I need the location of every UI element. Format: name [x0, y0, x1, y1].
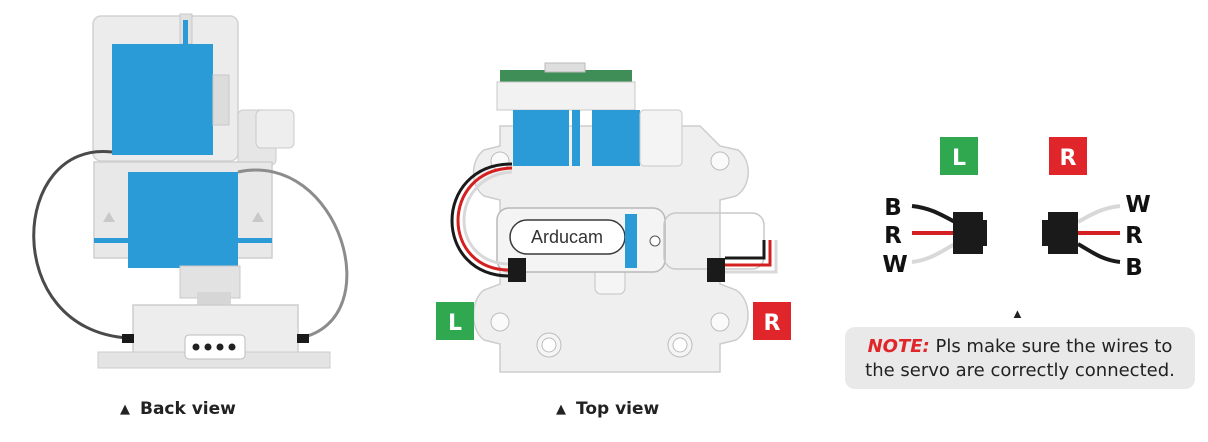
legend-left-wire-label-3: W: [882, 252, 907, 278]
bracket-mark-right: [252, 212, 264, 222]
legend-left-badge: [940, 137, 978, 175]
mount-hole: [710, 312, 730, 332]
mount-hole: [710, 151, 730, 171]
pivot-screw: [649, 235, 661, 247]
side-horn-cap: [255, 109, 295, 149]
note-label: NOTE:: [867, 336, 930, 357]
top-servo: [112, 44, 213, 155]
arducam-logo-text: Arducam: [531, 227, 603, 247]
legend-left-wire-white: [911, 242, 956, 264]
legend-right-badge-label: R: [1060, 146, 1077, 171]
left-badge-label: L: [448, 311, 462, 336]
left-servo-cable: [32, 150, 129, 340]
top-view-label: Top view: [576, 399, 660, 419]
legend-left-connector-tab: [979, 220, 987, 246]
tilt-servo-left: [513, 110, 569, 166]
left-servo-connector: [508, 258, 526, 282]
legend-left-wire-label-2: R: [884, 223, 902, 249]
tilt-servo-right: [592, 110, 640, 166]
left-cable-connector: [122, 334, 134, 343]
right-badge: [753, 302, 791, 340]
right-badge-label: R: [764, 311, 781, 336]
right-wire-white: [725, 240, 778, 274]
note-text: Pls make sure the wires to the servo are…: [865, 336, 1175, 381]
camera-mount: [496, 81, 636, 111]
back-view-assembly: [32, 13, 349, 369]
port-pin: [228, 343, 236, 351]
servo-horn: [639, 109, 683, 167]
port-pin: [216, 343, 224, 351]
back-view-label: Back view: [140, 399, 236, 419]
legend-left-wire-label-1: B: [884, 195, 902, 221]
triangle-up-icon: ▲: [1011, 306, 1024, 321]
legend-left-wire-black: [911, 204, 956, 224]
triangle-up-icon: ▲: [120, 401, 130, 417]
legend-left-badge-label: L: [952, 146, 966, 171]
bracket-tab-marker: [183, 20, 188, 44]
legend-right-connector-tab: [1042, 220, 1050, 246]
right-wire-black: [725, 240, 766, 260]
legend-right-connector: [1048, 212, 1078, 254]
usb-port-panel: [184, 334, 246, 360]
connector-legend: L R B R W W R B: [882, 137, 1151, 281]
base-hole-inner: [672, 337, 688, 353]
legend-right-wire-white: [1077, 204, 1121, 224]
port-pin: [192, 343, 200, 351]
legend-right-wire-label-2: R: [1125, 223, 1143, 249]
base-hole-inner: [541, 337, 557, 353]
top-view-caption: ▲ Top view: [556, 399, 659, 419]
legend-right-wire-label-1: W: [1125, 192, 1150, 218]
legend-right-badge: [1049, 137, 1087, 175]
triangle-up-icon: ▲: [556, 401, 566, 417]
bottom-servo: [128, 172, 238, 268]
right-wire-red: [725, 240, 772, 267]
pan-servo-edge: [625, 214, 637, 268]
wiring-note: NOTE: Pls make sure the wires to the ser…: [845, 327, 1195, 389]
legend-left-connector: [953, 212, 983, 254]
back-view-caption: ▲ Back view: [120, 399, 236, 419]
port-pin: [204, 343, 212, 351]
legend-right-wire-label-3: B: [1125, 255, 1143, 281]
top-servo-flange: [212, 74, 230, 126]
left-wire-black: [450, 162, 513, 278]
camera-pcb: [500, 70, 632, 82]
bracket-mark-left: [103, 212, 115, 222]
left-badge: [436, 302, 474, 340]
right-servo-cable: [237, 168, 349, 340]
tilt-servo-gap: [572, 110, 580, 166]
right-servo-connector: [707, 258, 725, 282]
camera-connector: [544, 62, 586, 73]
right-cable-connector: [297, 334, 309, 343]
left-wire-red: [456, 166, 513, 272]
servo-shaft: [197, 292, 231, 306]
mount-hole: [490, 312, 510, 332]
top-view-assembly: Arducam L R: [436, 62, 791, 373]
left-wire-white: [462, 170, 513, 266]
legend-right-wire-black: [1077, 242, 1121, 264]
